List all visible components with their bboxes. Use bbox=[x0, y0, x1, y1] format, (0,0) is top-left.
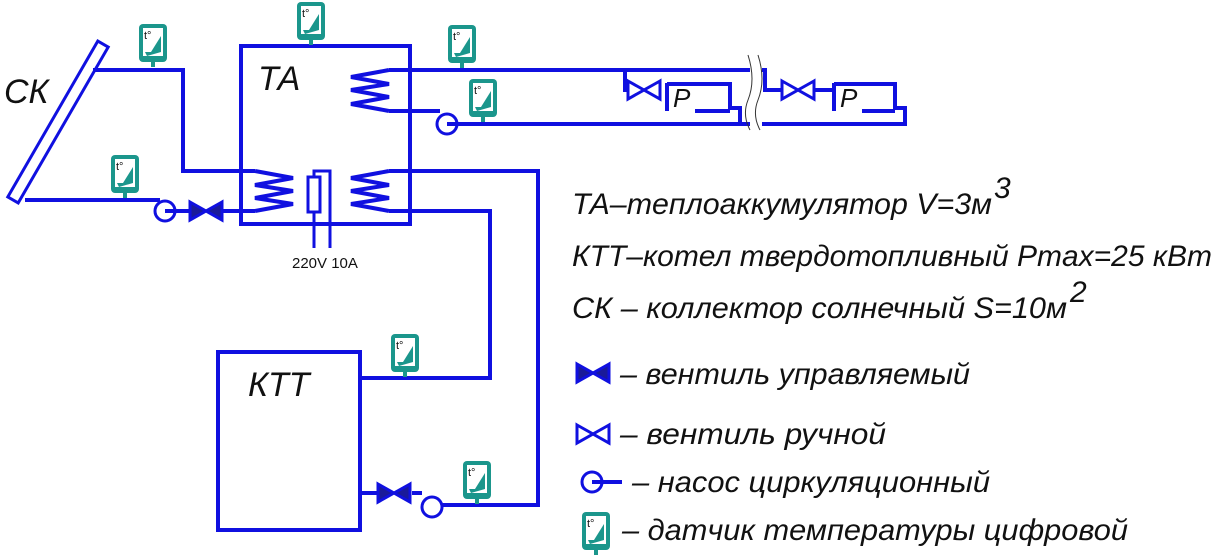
heat-accumulator-tank bbox=[239, 44, 412, 226]
legend-collector-sup: 2 bbox=[1069, 276, 1087, 309]
legend-pump-icon bbox=[580, 470, 622, 494]
boiler-coil bbox=[350, 169, 390, 213]
legend-sensor-icon bbox=[582, 512, 610, 555]
regulator-1-label: P bbox=[673, 83, 691, 113]
collector-coil bbox=[254, 169, 294, 213]
sensor-boiler-return[interactable] bbox=[463, 461, 491, 504]
sensor-collector-supply[interactable] bbox=[139, 24, 167, 67]
accumulator-label: ТА bbox=[258, 60, 300, 98]
legend-manual-valve: – вентиль ручной bbox=[619, 418, 886, 451]
legend-sensor: – датчик температуры цифровой bbox=[621, 514, 1128, 547]
collector-label: СК bbox=[4, 73, 51, 111]
sensor-radiator-supply[interactable] bbox=[448, 25, 476, 68]
boiler-pump[interactable] bbox=[420, 495, 444, 519]
radiator-manual-valve-2[interactable] bbox=[780, 79, 816, 101]
legend-controlled-valve: – вентиль управляемый bbox=[619, 358, 970, 391]
sensor-boiler-supply[interactable] bbox=[391, 334, 419, 377]
boiler-label: КТТ bbox=[248, 366, 312, 404]
legend-controlled-valve-icon bbox=[575, 362, 611, 384]
boiler-supply-pipe bbox=[360, 209, 492, 380]
boiler-controlled-valve[interactable] bbox=[376, 482, 412, 504]
hot-water-coil bbox=[350, 68, 390, 113]
legend-collector: СК – коллектор солнечный S=10м bbox=[572, 292, 1067, 325]
legend-pump: – насос циркуляционный bbox=[631, 466, 990, 499]
boiler-return-pipe bbox=[389, 169, 540, 507]
legend-manual-valve-icon bbox=[575, 423, 611, 445]
solid-fuel-boiler bbox=[216, 350, 362, 532]
solar-collector bbox=[5, 39, 111, 205]
sensor-radiator-return[interactable] bbox=[469, 79, 497, 122]
legend-accumulator-sup: 3 bbox=[994, 172, 1011, 205]
radiator-manual-valve-1[interactable] bbox=[626, 79, 662, 101]
pipe-break-mark bbox=[744, 54, 763, 131]
legend-accumulator: ТА–теплоаккумулятор V=3м bbox=[572, 188, 992, 221]
collector-controlled-valve[interactable] bbox=[188, 200, 224, 222]
regulator-2-label: P bbox=[840, 83, 858, 113]
heater-power-label: 220V 10A bbox=[292, 255, 358, 272]
sensor-collector-return[interactable] bbox=[111, 155, 139, 198]
electric-heater bbox=[306, 175, 322, 214]
legend: ТА–теплоаккумулятор V=3м 3 КТТ–котел тве… bbox=[572, 172, 1212, 555]
legend-boiler: КТТ–котел твердотопливный Pmax=25 кВт bbox=[572, 240, 1212, 273]
sensor-accumulator-top[interactable] bbox=[297, 2, 325, 45]
collector-supply-pipe bbox=[93, 68, 255, 173]
